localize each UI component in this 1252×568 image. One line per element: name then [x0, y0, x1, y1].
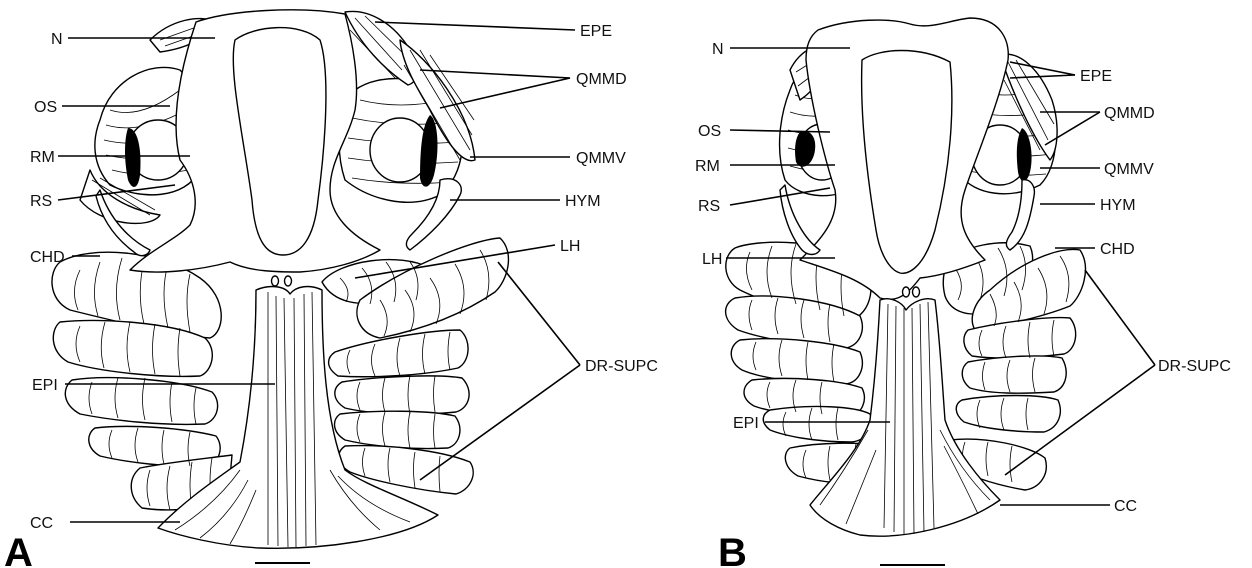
panel-b-label-chd: CHD: [1100, 241, 1135, 258]
panel-b-letter: B: [718, 531, 747, 568]
panel-b: N OS RM RS LH EPI EPE QMMD QMMV HYM CHD …: [695, 18, 1231, 568]
panel-b-label-os: OS: [698, 123, 721, 140]
panel-b-label-dr-supc: DR-SUPC: [1158, 358, 1231, 375]
panel-b-gill-arches-right: [943, 243, 1085, 490]
panel-a-label-chd: CHD: [30, 249, 65, 266]
panel-b-label-rs: RS: [698, 198, 720, 215]
panel-a-label-epe: EPE: [580, 23, 612, 40]
panel-a-label-rm: RM: [30, 149, 55, 166]
panel-a-label-qmmv: QMMV: [576, 150, 626, 167]
panel-a-label-epi: EPI: [32, 377, 58, 394]
panel-b-label-hym: HYM: [1100, 197, 1136, 214]
panel-b-label-rm: RM: [695, 158, 720, 175]
panel-b-label-epi: EPI: [733, 415, 759, 432]
panel-a-label-qmmd: QMMD: [576, 71, 627, 88]
panel-b-neurocranium: [800, 18, 1008, 299]
panel-a-label-cc: CC: [30, 515, 53, 532]
panel-a-label-lh: LH: [560, 238, 580, 255]
panel-a-label-dr-supc: DR-SUPC: [585, 358, 658, 375]
panel-a-gill-arches-right: [322, 238, 508, 494]
panel-b-label-n: N: [712, 41, 724, 58]
panel-a: N OS RM RS CHD EPI CC EPE QMMD QMMV HYM …: [4, 10, 658, 568]
panel-a-gill-arches-left: [52, 252, 232, 510]
panel-a-letter: A: [4, 531, 33, 568]
panel-b-label-lh: LH: [702, 251, 722, 268]
panel-a-label-hym: HYM: [565, 193, 601, 210]
panel-a-label-rs: RS: [30, 193, 52, 210]
panel-b-label-cc: CC: [1114, 498, 1137, 515]
panel-a-label-n: N: [51, 31, 63, 48]
panel-b-label-qmmv: QMMV: [1104, 161, 1154, 178]
panel-b-label-epe: EPE: [1080, 68, 1112, 85]
panel-a-label-os: OS: [34, 99, 57, 116]
panel-b-label-qmmd: QMMD: [1104, 105, 1155, 122]
